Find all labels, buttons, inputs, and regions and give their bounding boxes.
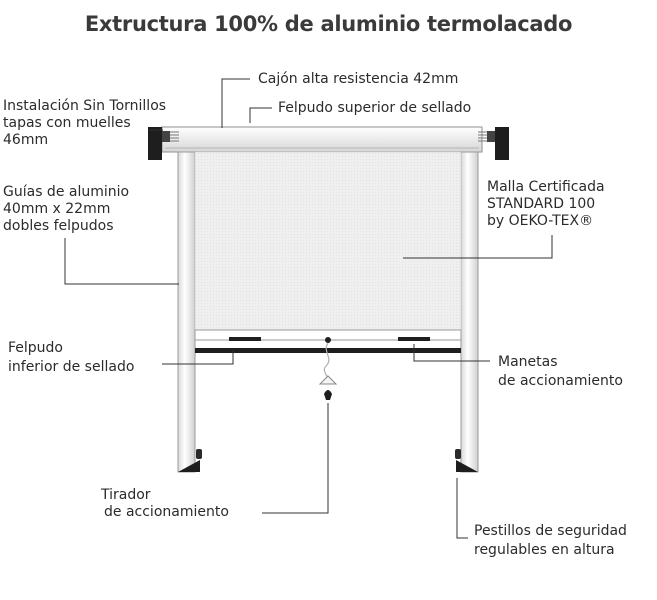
leader-pestillos bbox=[456, 478, 468, 539]
leader-lines bbox=[64, 78, 553, 539]
label-manetas-line1: Manetas bbox=[498, 354, 558, 370]
leader-felpudo-superior bbox=[249, 107, 272, 123]
label-instalacion-line3: 46mm bbox=[3, 132, 49, 148]
label-guias-line1: Guías de aluminio bbox=[3, 184, 130, 200]
label-malla: Malla Certificada STANDARD 100 by OEKO-T… bbox=[487, 179, 605, 230]
left-spring-cap bbox=[148, 127, 179, 160]
label-tirador: Tirador de accionamiento bbox=[101, 487, 229, 521]
label-malla-line1: Malla Certificada bbox=[487, 179, 605, 195]
label-cajon: Cajón alta resistencia 42mm bbox=[258, 71, 459, 87]
diagram-title: Extructura 100% de aluminio termolacado bbox=[84, 12, 573, 36]
left-guide-rail bbox=[177, 151, 202, 473]
label-guias: Guías de aluminio 40mm x 22mm dobles fel… bbox=[3, 184, 129, 235]
label-instalacion-line2: tapas con muelles bbox=[3, 115, 131, 131]
pull-cord bbox=[318, 342, 338, 400]
label-malla-line3: by OEKO-TEX® bbox=[487, 213, 594, 229]
leader-guias bbox=[64, 238, 179, 285]
label-pestillos-line1: Pestillos de seguridad bbox=[474, 523, 627, 539]
mesh-panel bbox=[194, 151, 462, 331]
label-pestillos: Pestillos de seguridad regulables en alt… bbox=[474, 522, 627, 560]
label-felpudo-inferior-line1: Felpudo bbox=[8, 340, 64, 356]
label-tirador-line2: de accionamiento bbox=[104, 504, 229, 520]
label-malla-line2: STANDARD 100 bbox=[487, 196, 596, 212]
label-felpudo-inferior: Felpudo inferior de sellado bbox=[8, 339, 134, 377]
right-spring-cap bbox=[478, 127, 509, 160]
bottom-bar bbox=[194, 329, 462, 353]
label-guias-line3: dobles felpudos bbox=[3, 218, 114, 234]
label-felpudo-inferior-line2: inferior de sellado bbox=[8, 359, 135, 375]
cassette-box bbox=[161, 126, 483, 153]
leader-malla bbox=[403, 235, 553, 259]
label-manetas: Manetas de accionamiento bbox=[498, 353, 623, 391]
label-instalacion: Instalación Sin Tornillos tapas con muel… bbox=[3, 98, 166, 149]
leader-tirador bbox=[262, 403, 329, 514]
leader-cajon bbox=[221, 78, 250, 128]
label-guias-line2: 40mm x 22mm bbox=[3, 201, 111, 217]
leader-felpudo-inferior bbox=[162, 350, 234, 365]
label-manetas-line2: de accionamiento bbox=[498, 373, 623, 389]
label-pestillos-line2: regulables en altura bbox=[474, 542, 615, 558]
leader-manetas bbox=[413, 344, 490, 362]
label-felpudo-superior: Felpudo superior de sellado bbox=[278, 100, 472, 116]
label-tirador-line1: Tirador bbox=[101, 487, 151, 503]
label-instalacion-line1: Instalación Sin Tornillos bbox=[3, 98, 167, 114]
